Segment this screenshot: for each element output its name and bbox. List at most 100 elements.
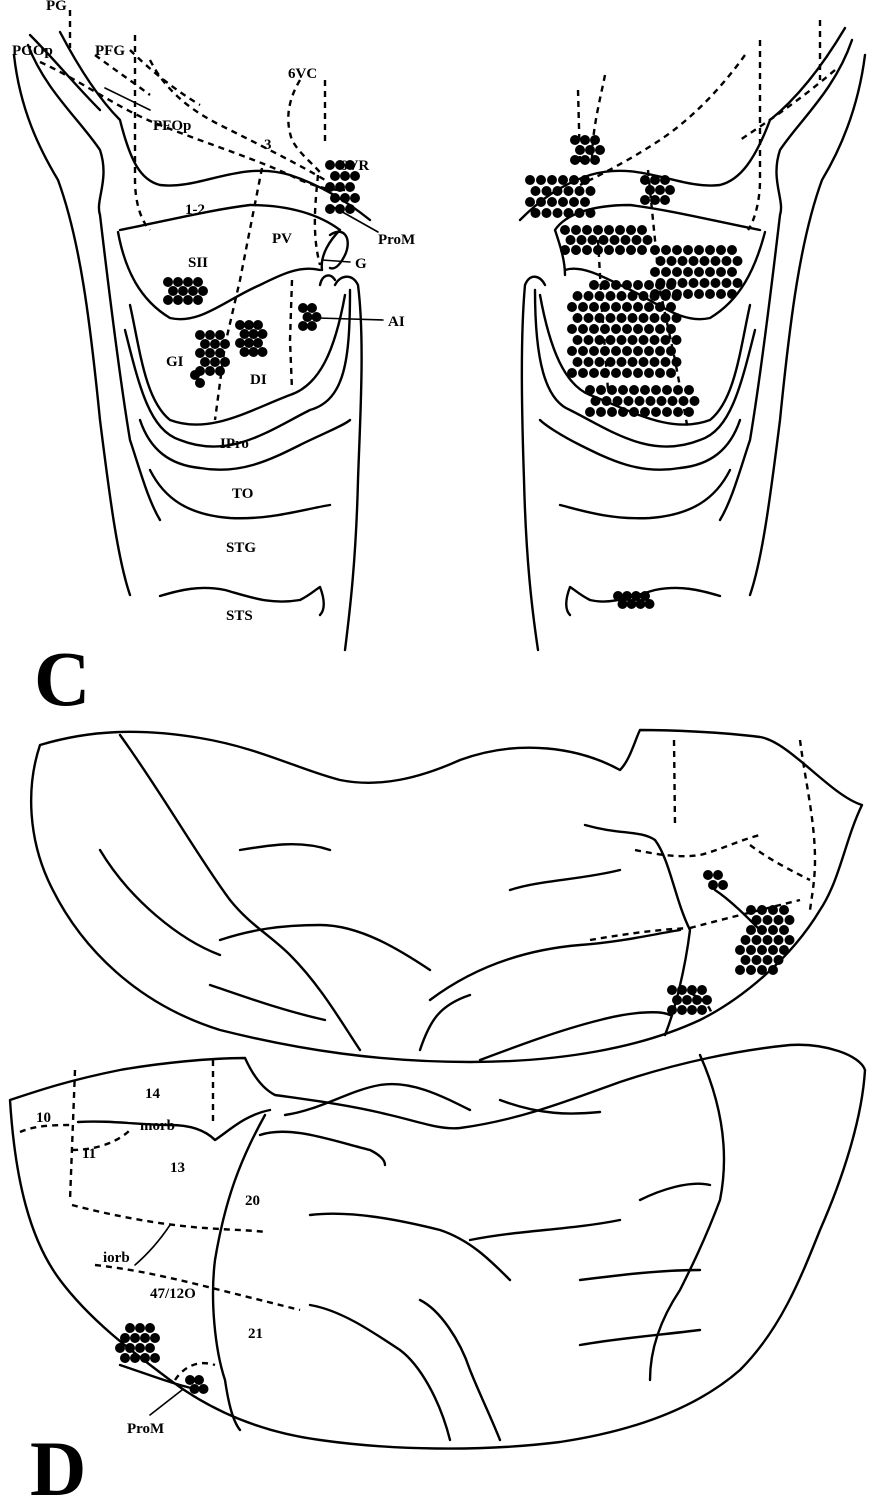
marker-dot (692, 995, 702, 1005)
marker-dot (661, 245, 671, 255)
marker-dot (633, 346, 643, 356)
label-6vc: 6VC (288, 66, 317, 82)
marker-dot (746, 905, 756, 915)
marker-dot (667, 1005, 677, 1015)
marker-dot (746, 925, 756, 935)
marker-dot (345, 160, 355, 170)
marker-dot (244, 320, 254, 330)
marker-dot (644, 346, 654, 356)
marker-dot (173, 295, 183, 305)
marker-dot (178, 286, 188, 296)
marker-dot (253, 320, 263, 330)
marker-dot (575, 208, 585, 218)
marker-dot (303, 312, 313, 322)
marker-dot (655, 324, 665, 334)
marker-dot (618, 407, 628, 417)
marker-dot (667, 256, 677, 266)
marker-dot (763, 915, 773, 925)
marker-dot (570, 135, 580, 145)
marker-dot (662, 385, 672, 395)
label-sii: SII (188, 255, 208, 271)
marker-dot (785, 935, 795, 945)
marker-dot (585, 407, 595, 417)
marker-dot (622, 280, 632, 290)
marker-dot (575, 145, 585, 155)
marker-dot (668, 396, 678, 406)
marker-dot (575, 186, 585, 196)
marker-dot (577, 235, 587, 245)
marker-dot (199, 1384, 209, 1394)
marker-dot (646, 396, 656, 406)
marker-dot (633, 280, 643, 290)
marker-dot (249, 347, 259, 357)
marker-dot (650, 245, 660, 255)
marker-dot (661, 313, 671, 323)
marker-dot (582, 245, 592, 255)
marker-dot (628, 291, 638, 301)
marker-dot (611, 368, 621, 378)
label-area-1-2: 1-2 (185, 202, 205, 218)
marker-dot (591, 396, 601, 406)
marker-dot (667, 985, 677, 995)
marker-dot (733, 278, 743, 288)
marker-dot (531, 208, 541, 218)
marker-dot (573, 335, 583, 345)
marker-dot (580, 175, 590, 185)
marker-dot (578, 346, 588, 356)
marker-dot (694, 267, 704, 277)
marker-dot (660, 195, 670, 205)
marker-dot (741, 935, 751, 945)
marker-dot (253, 338, 263, 348)
marker-dot (240, 347, 250, 357)
marker-dot (684, 407, 694, 417)
marker-dot (607, 385, 617, 395)
marker-dot (673, 385, 683, 395)
marker-dot (564, 208, 574, 218)
marker-dot (585, 385, 595, 395)
marker-dot (595, 335, 605, 345)
marker-dot (611, 280, 621, 290)
marker-dot (589, 302, 599, 312)
marker-dot (536, 197, 546, 207)
marker-dot (298, 303, 308, 313)
marker-dot (733, 256, 743, 266)
marker-dot (672, 357, 682, 367)
marker-dot (345, 204, 355, 214)
marker-dot (644, 302, 654, 312)
marker-dot (666, 280, 676, 290)
marker-dot (617, 291, 627, 301)
marker-dot (584, 357, 594, 367)
marker-dot (335, 204, 345, 214)
marker-dot (553, 186, 563, 196)
marker-dot (690, 396, 700, 406)
marker-dot (774, 955, 784, 965)
marker-dot (340, 193, 350, 203)
marker-dot (125, 1343, 135, 1353)
marker-dot (637, 225, 647, 235)
marker-dot (205, 366, 215, 376)
marker-dot (120, 1333, 130, 1343)
marker-dot (683, 289, 693, 299)
marker-dot (200, 357, 210, 367)
marker-dot (600, 368, 610, 378)
marker-dot (525, 175, 535, 185)
label-pg: PG (46, 0, 67, 14)
label-ai: AI (388, 314, 405, 330)
marker-dot (604, 225, 614, 235)
marker-dot (618, 385, 628, 395)
marker-dot (606, 357, 616, 367)
marker-dot (235, 338, 245, 348)
marker-dot (200, 339, 210, 349)
marker-dot (650, 335, 660, 345)
marker-dot (350, 193, 360, 203)
marker-dot (235, 320, 245, 330)
marker-dot (589, 368, 599, 378)
panel-d-upper-surface (31, 730, 862, 1062)
marker-dot (643, 235, 653, 245)
marker-dot (644, 324, 654, 334)
label-area-14: 14 (145, 1086, 161, 1102)
label-prom-c: ProM (378, 232, 415, 248)
marker-dot (595, 291, 605, 301)
marker-dot (711, 256, 721, 266)
marker-dot (560, 245, 570, 255)
